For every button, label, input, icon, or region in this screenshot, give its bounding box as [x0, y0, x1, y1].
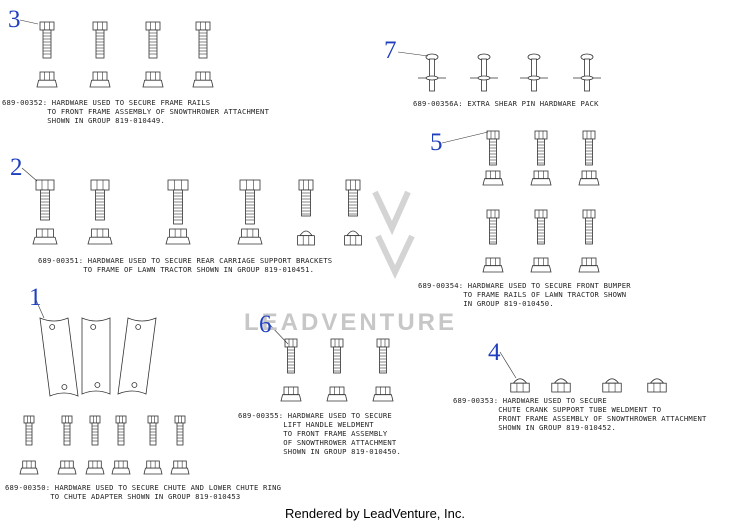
- flange-nut: [36, 71, 58, 88]
- shear-pin: [573, 53, 601, 92]
- flange-nut: [326, 386, 348, 402]
- flange-nut: [89, 71, 111, 88]
- watermark-logo: [372, 190, 415, 280]
- callout-7: 7: [384, 37, 397, 64]
- leader-line: [21, 167, 38, 182]
- bolt: [195, 21, 211, 59]
- flange-nut: [170, 460, 190, 475]
- flange-nut: [372, 386, 394, 402]
- chute-bracket: [117, 317, 157, 395]
- bolt: [534, 130, 548, 166]
- flange-nut: [85, 460, 105, 475]
- shear-pin: [418, 53, 446, 92]
- bolt: [376, 338, 390, 374]
- bolt: [486, 209, 500, 245]
- bolt: [284, 338, 298, 374]
- lock-nut: [602, 378, 622, 393]
- bolt: [298, 179, 314, 217]
- lock-nut: [647, 378, 667, 393]
- chute-bracket: [81, 317, 111, 395]
- bolt: [582, 130, 596, 166]
- flange-nut: [32, 228, 58, 245]
- bolt: [486, 130, 500, 166]
- bolt: [582, 209, 596, 245]
- bolt: [23, 415, 35, 446]
- bolt: [147, 415, 159, 446]
- caption-689-00353: 689-00353: HARDWARE USED TO SECURE CHUTE…: [453, 396, 707, 432]
- bolt: [534, 209, 548, 245]
- flange-nut: [57, 460, 77, 475]
- bolt: [167, 179, 189, 225]
- caption-689-00354: 689-00354: HARDWARE USED TO SECURE FRONT…: [418, 281, 631, 308]
- callout-1: 1: [29, 284, 42, 311]
- bolt: [61, 415, 73, 446]
- bolt: [330, 338, 344, 374]
- lock-nut: [344, 230, 362, 246]
- lock-nut: [297, 230, 315, 246]
- leader-line: [441, 131, 489, 144]
- lock-nut: [510, 378, 530, 393]
- callout-5: 5: [430, 129, 443, 156]
- caption-689-00355: 689-00355: HARDWARE USED TO SECURE LIFT …: [238, 411, 401, 456]
- callout-4: 4: [488, 339, 501, 366]
- shear-pin: [470, 53, 498, 92]
- flange-nut: [111, 460, 131, 475]
- caption-689-00352: 689-00352: HARDWARE USED TO SECURE FRAME…: [2, 98, 270, 125]
- caption-689-00356a: 689-00356A: EXTRA SHEAR PIN HARDWARE PAC…: [413, 99, 599, 108]
- flange-nut: [237, 228, 263, 245]
- leader-line: [397, 51, 429, 57]
- bolt: [39, 21, 55, 59]
- flange-nut: [165, 228, 191, 245]
- flange-nut: [192, 71, 214, 88]
- flange-nut: [280, 386, 302, 402]
- bolt: [345, 179, 361, 217]
- leader-line: [19, 19, 39, 25]
- flange-nut: [530, 170, 552, 186]
- chute-bracket: [39, 317, 79, 397]
- leader-line: [269, 324, 289, 345]
- callout-3: 3: [8, 6, 21, 33]
- footer-credit: Rendered by LeadVenture, Inc.: [285, 506, 465, 521]
- flange-nut: [19, 460, 39, 475]
- callout-6: 6: [259, 311, 272, 338]
- lock-nut: [551, 378, 571, 393]
- flange-nut: [530, 257, 552, 273]
- leader-line: [35, 299, 45, 319]
- bolt: [115, 415, 127, 446]
- flange-nut: [578, 170, 600, 186]
- shear-pin: [520, 53, 548, 92]
- flange-nut: [482, 170, 504, 186]
- bolt: [90, 179, 110, 221]
- flange-nut: [142, 71, 164, 88]
- bolt: [35, 179, 55, 221]
- flange-nut: [143, 460, 163, 475]
- flange-nut: [87, 228, 113, 245]
- caption-689-00351: 689-00351: HARDWARE USED TO SECURE REAR …: [38, 256, 333, 274]
- caption-689-00350: 689-00350: HARDWARE USED TO SECURE CHUTE…: [5, 483, 282, 501]
- bolt: [239, 179, 261, 225]
- bolt: [92, 21, 108, 59]
- flange-nut: [578, 257, 600, 273]
- leader-line: [499, 351, 517, 379]
- bolt: [174, 415, 186, 446]
- callout-2: 2: [10, 154, 23, 181]
- bolt: [145, 21, 161, 59]
- watermark: LEADVENTURE: [244, 309, 458, 336]
- flange-nut: [482, 257, 504, 273]
- bolt: [89, 415, 101, 446]
